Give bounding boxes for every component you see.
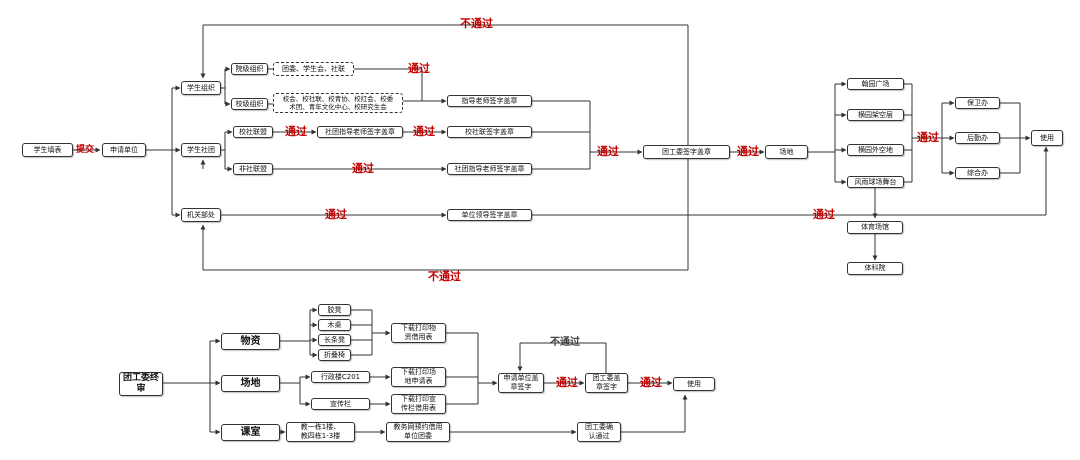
sports-dept-box: 体科院 <box>847 262 903 275</box>
pass-label-non-club: 通过 <box>352 162 374 175</box>
school-club-box: 校社联盟 <box>233 126 273 138</box>
club-union-sign-box: 校社联签字盖章 <box>447 126 532 138</box>
download-publicity-box: 下载打印宣 传栏借用表 <box>391 394 446 414</box>
college-org-box: 院级组织 <box>231 63 268 75</box>
college-org-list: 团委、学生会、社联 <box>273 62 354 76</box>
venue-hengyuan-outdoor: 横园外空地 <box>847 144 904 156</box>
advisor-sign-box: 指导老师签字盖章 <box>447 95 532 107</box>
venue-box: 场地 <box>765 145 808 159</box>
item-folding-chair: 折叠椅 <box>318 349 351 361</box>
sports-venue-box: 体育场馆 <box>847 221 903 234</box>
pass-label-club-advisor: 通过 <box>413 125 435 138</box>
league-approve-box: 团工委终审 <box>119 372 163 396</box>
venue-court-stage: 风雨球场舞台 <box>847 176 904 188</box>
security-office-box: 保卫办 <box>955 97 1000 109</box>
fail-label-bottom: 不通过 <box>428 270 461 283</box>
club-advisor-sign2-box: 社团指导老师签字盖章 <box>447 163 532 175</box>
pass-label-club: 通过 <box>285 125 307 138</box>
pass-label-offices: 通过 <box>917 131 939 144</box>
site-box: 场地 <box>221 375 280 392</box>
admin-building-box: 行政楼C201 <box>311 371 370 383</box>
pass-label-league: 通过 <box>737 145 759 158</box>
school-org-box: 校级组织 <box>231 98 268 110</box>
applicant-unit-box: 申请单位 <box>102 143 146 157</box>
materials-box: 物资 <box>221 333 280 350</box>
item-wooden-table: 木桌 <box>318 319 351 331</box>
use-box-top: 使用 <box>1031 130 1063 146</box>
classroom-box: 课室 <box>221 424 280 441</box>
venue-hanyuan-square: 翰园广场 <box>847 78 904 90</box>
pass-label-converge: 通过 <box>597 145 619 158</box>
pass-label-admin: 通过 <box>325 208 347 221</box>
item-long-bench: 长条凳 <box>318 334 351 346</box>
student-apply-box: 学生填表 <box>22 143 73 157</box>
pass-label-stamp: 通过 <box>556 376 578 389</box>
download-materials-box: 下载打印物 资借用表 <box>391 323 446 343</box>
fail-label-stamp: 不通过 <box>550 337 580 348</box>
league-stamp-box: 团工委盖 章签字 <box>585 373 628 393</box>
club-advisor-sign-box: 社团指导老师签字盖章 <box>317 126 403 138</box>
apply-stamp-box: 申请单位盖 章签字 <box>498 373 544 393</box>
pass-label-college: 通过 <box>408 62 430 75</box>
publicity-box: 宣传栏 <box>311 398 370 410</box>
academic-booking-box: 教务网预约借用 单位团委 <box>386 422 450 442</box>
non-club-box: 非社联盟 <box>233 163 273 175</box>
student-org-box: 学生组织 <box>181 81 221 95</box>
pass-label-admin-use: 通过 <box>813 208 835 221</box>
student-club-box: 学生社团 <box>181 143 221 157</box>
league-confirm-box: 团工委确 认通过 <box>577 422 621 442</box>
item-plastic-stool: 胶凳 <box>318 304 351 316</box>
admin-dept-box: 机关部处 <box>181 208 221 222</box>
school-org-list: 校会、校社联、校青协、校红会、校委 术团、青年文化中心、校研究生会 <box>273 93 403 113</box>
venue-hengyuan-elevated: 横园架空层 <box>847 109 904 121</box>
submit-label: 提交 <box>76 145 95 155</box>
general-office-box: 综合办 <box>955 167 1000 179</box>
youth-league-sign-box: 团工委签字盖章 <box>643 145 730 159</box>
unit-leader-sign-box: 单位领导签字盖章 <box>447 209 532 221</box>
logistics-office-box: 后勤办 <box>955 132 1000 144</box>
classroom-buildings-box: 教一栋1楼、 教四栋1-3楼 <box>286 422 355 442</box>
download-site-box: 下载打印场 地申请表 <box>391 367 446 387</box>
pass-label-use: 通过 <box>640 376 662 389</box>
fail-label-top: 不通过 <box>460 17 493 30</box>
use-box-bottom: 使用 <box>673 377 715 391</box>
